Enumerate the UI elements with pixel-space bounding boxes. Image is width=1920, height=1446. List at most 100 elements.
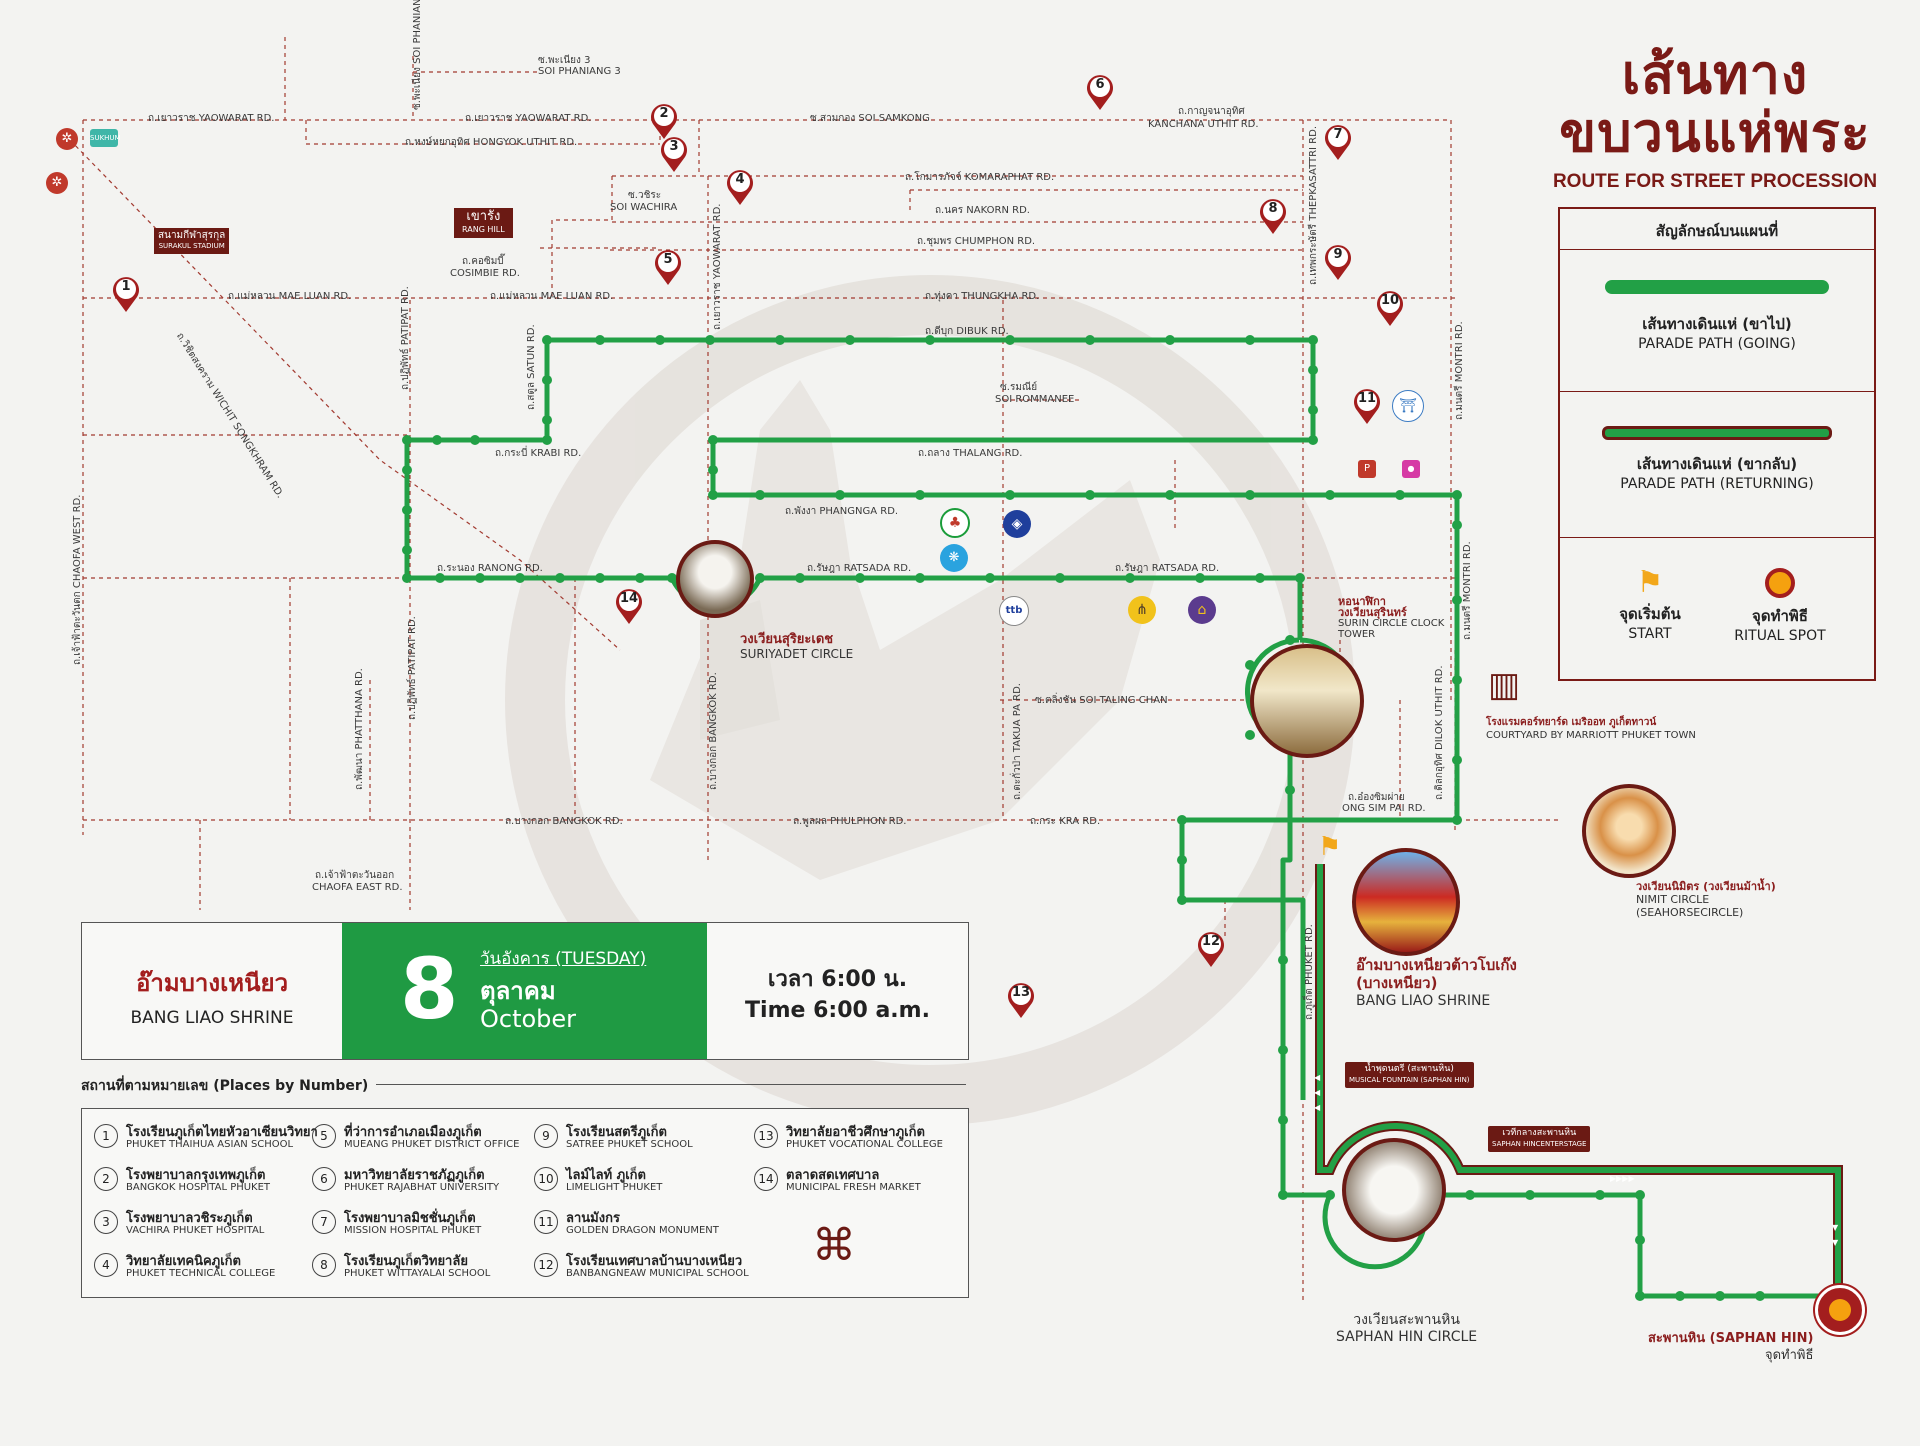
pin-marker-icon xyxy=(1354,389,1380,424)
map-pin-9[interactable]: 9 xyxy=(1323,243,1353,280)
road-phatthana: ถ.พัฒนา PHATTHANA RD. xyxy=(354,668,365,790)
pin-marker-icon xyxy=(727,170,753,205)
hospital-icon-1: ✲ xyxy=(56,128,78,150)
place-name-en: PHUKET THAIHUA ASIAN SCHOOL xyxy=(126,1139,294,1150)
road-wachira-en: SOI WACHIRA xyxy=(610,202,678,213)
map-pin-3[interactable]: 3 xyxy=(659,135,689,172)
map-pin-1[interactable]: 1 xyxy=(111,275,141,312)
place-name-en: BANBANGNEAW MUNICIPAL SCHOOL xyxy=(566,1268,749,1279)
map-pin-10[interactable]: 10 xyxy=(1375,289,1405,326)
svg-text:▶▶▶▶: ▶▶▶▶ xyxy=(1610,1174,1635,1183)
svg-text:◀: ◀ xyxy=(1314,1073,1321,1082)
clock-tower-label: หอนาฬิกา วงเวียนสุรินทร์ SURIN CIRCLE CL… xyxy=(1338,595,1445,640)
map-pin-4[interactable]: 4 xyxy=(725,168,755,205)
shop-logo-icon: SUKHUM xyxy=(90,129,121,147)
shop-icon-2: ● xyxy=(1402,460,1420,478)
legend-returning: เส้นทางเดินแห่ (ขากลับ) PARADE PATH (RET… xyxy=(1560,391,1874,522)
road-komaraphat: ถ.โกมารภัจจ์ KOMARAPHAT RD. xyxy=(905,172,1055,183)
pin-marker-icon xyxy=(655,250,681,285)
place-name-th: วิทยาลัยเทคนิคภูเก็ต xyxy=(126,1254,241,1269)
map-pin-5[interactable]: 5 xyxy=(653,248,683,285)
place-name-th: โรงเรียนสตรีภูเก็ต xyxy=(566,1125,667,1140)
krungsri-bank-icon: ⋔ xyxy=(1128,596,1156,624)
place-name-en: LIMELIGHT PHUKET xyxy=(566,1182,663,1193)
map-pin-12[interactable]: 12 xyxy=(1196,930,1226,967)
road-ratsada-1: ถ.รัษฎา RATSADA RD. xyxy=(807,563,912,574)
place-name-th: โรงพยาบาลกรุงเทพภูเก็ต xyxy=(126,1168,266,1183)
info-day-number: 8 xyxy=(400,940,459,1038)
road-maeluan-1: ถ.แม่หลวน MAE LUAN RD. xyxy=(228,291,352,302)
svg-text:◀: ◀ xyxy=(1314,1103,1321,1112)
place-name-th: มหาวิทยาลัยราชภัฏภูเก็ต xyxy=(344,1168,485,1183)
clock-tower-photo xyxy=(1250,644,1364,758)
place-name-en: PHUKET RAJABHAT UNIVERSITY xyxy=(344,1182,500,1193)
road-kanchana-th: ถ.กาญจนาอุทิศ xyxy=(1178,106,1245,117)
place-name-en: PHUKET WITTAYALAI SCHOOL xyxy=(344,1268,491,1279)
monument-icon: ⛩ xyxy=(1392,390,1424,422)
pin-number: 10 xyxy=(1380,293,1400,308)
hotel-building-icon: ▥ xyxy=(1488,665,1521,705)
saphan-hin-circle-photo xyxy=(1342,1138,1446,1242)
pin-number: 8 xyxy=(1268,201,1278,216)
road-thungkha: ถ.ทุ่งคา THUNGKHA RD. xyxy=(925,291,1040,302)
map-pin-8[interactable]: 8 xyxy=(1258,197,1288,234)
road-rommanee-th: ซ.รมณีย์ xyxy=(1000,382,1038,393)
road-takua-pa: ถ.ตะกั่วป่า TAKUA PA RD. xyxy=(1012,683,1023,800)
road-phulphon: ถ.พูลผล PHULPHON RD. xyxy=(793,816,907,827)
musical-fountain-label: น้ำพุดนตรี (สะพานหิน)MUSICAL FOUNTAIN (S… xyxy=(1345,1062,1474,1088)
pin-marker-icon xyxy=(1198,932,1224,967)
route-nodes xyxy=(402,335,1765,1301)
map-pin-14[interactable]: 14 xyxy=(614,587,644,624)
pin-marker-icon xyxy=(113,277,139,312)
place-number: 10 xyxy=(534,1167,558,1191)
road-taling-chan: ซ.ตลิ่งชัน SOI TALING CHAN xyxy=(1035,695,1168,706)
road-satun: ถ.สตูล SATUN RD. xyxy=(526,324,537,410)
pin-number: 5 xyxy=(663,252,673,267)
pin-number: 9 xyxy=(1333,247,1343,262)
pin-marker-icon xyxy=(1377,291,1403,326)
road-ratsada-2: ถ.รัษฎา RATSADA RD. xyxy=(1115,563,1220,574)
places-heading: สถานที่ตามหมายเลข (Places by Number) xyxy=(81,1078,369,1094)
road-thalang: ถ.ถลาง THALANG RD. xyxy=(918,448,1023,459)
road-patipat-1: ถ.ปฏิพัทธ์ PATIPAT RD. xyxy=(400,286,411,390)
road-kra: ถ.กระ KRA RD. xyxy=(1030,816,1101,827)
pin-marker-icon xyxy=(1260,199,1286,234)
legend-start: ⚑ จุดเริ่มต้น START xyxy=(1600,568,1700,643)
pin-marker-icon xyxy=(651,104,677,139)
road-wachira-th: ซ.วชิระ xyxy=(628,190,662,201)
route-direction-arrows: ◀◀◀ ▶▶▶▶ ▼▼ xyxy=(1314,1073,1839,1247)
legend-symbols: ⚑ จุดเริ่มต้น START จุดทำพิธี RITUAL SPO… xyxy=(1560,537,1874,678)
place-number: 4 xyxy=(94,1253,118,1277)
place-name-th: โรงเรียนภูเก็ตไทยหัวอาเซียนวิทยา xyxy=(126,1125,318,1140)
pin-marker-icon xyxy=(661,137,687,172)
road-montri-2: ถ.มนตรี MONTRI RD. xyxy=(1462,541,1473,640)
road-krabi: ถ.กระบี่ KRABI RD. xyxy=(495,448,582,459)
place-name-th: ลานมังกร xyxy=(566,1211,620,1226)
svg-text:▼: ▼ xyxy=(1832,1238,1839,1247)
road-bangkok-v: ถ.บางกอก BANGKOK RD. xyxy=(708,672,719,790)
place-number: 14 xyxy=(754,1167,778,1191)
place-name-en: MUEANG PHUKET DISTRICT OFFICE xyxy=(344,1139,520,1150)
pin-number: 13 xyxy=(1011,985,1031,1000)
ritual-spot-legend-icon xyxy=(1765,568,1795,598)
pin-marker-icon xyxy=(1087,75,1113,110)
place-name-th: ที่ว่าการอำเภอเมืองภูเก็ต xyxy=(344,1125,482,1140)
road-ong-sim-pai-en: ONG SIM PAI RD. xyxy=(1342,803,1426,814)
map-pin-7[interactable]: 7 xyxy=(1323,123,1353,160)
place-name-th: โรงเรียนภูเก็ตวิทยาลัย xyxy=(344,1254,468,1269)
road-nakorn: ถ.นคร NAKORN RD. xyxy=(935,205,1030,216)
parade-path-returning xyxy=(1315,864,1843,1296)
road-yaowarat-v: ถ.เยาวราช YAOWARAT RD. xyxy=(712,203,723,330)
map-pin-13[interactable]: 13 xyxy=(1006,981,1036,1018)
map-pin-6[interactable]: 6 xyxy=(1085,73,1115,110)
shop-icon-1: P xyxy=(1358,460,1376,478)
map-pin-11[interactable]: 11 xyxy=(1352,387,1382,424)
place-number: 1 xyxy=(94,1124,118,1148)
nimit-circle-photo xyxy=(1582,784,1676,878)
road-montri-1: ถ.มนตรี MONTRI RD. xyxy=(1454,321,1465,420)
place-name-en: MISSION HOSPITAL PHUKET xyxy=(344,1225,482,1236)
road-bangkok: ถ.บางกอก BANGKOK RD. xyxy=(505,816,623,827)
map-pin-2[interactable]: 2 xyxy=(649,102,679,139)
